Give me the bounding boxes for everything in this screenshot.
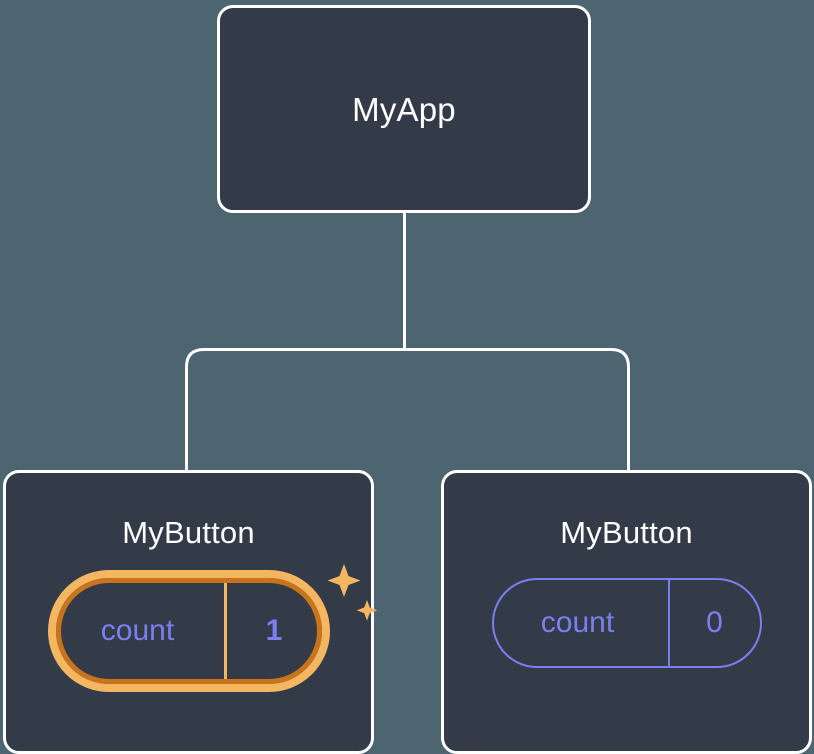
component-tree-diagram: MyApp MyButton count 1 MyButton count 0	[3, 5, 812, 754]
state-pill-right[interactable]: count 0	[491, 578, 762, 668]
state-pill-left-wrapper: count 1	[47, 564, 377, 692]
state-pill-left-divider	[223, 578, 227, 684]
state-pill-left-value: 1	[265, 614, 283, 647]
node-myapp-title: MyApp	[352, 90, 456, 128]
sparkle-large-icon	[327, 564, 360, 597]
node-mybutton-left[interactable]: MyButton count 1	[3, 470, 377, 754]
sparkle-small-icon	[356, 600, 377, 621]
state-pill-right-divider	[667, 580, 670, 666]
state-pill-right-value: 0	[706, 606, 723, 639]
node-mybutton-right[interactable]: MyButton count 0	[441, 470, 812, 754]
state-pill-left[interactable]: count 1	[47, 570, 330, 692]
node-myapp[interactable]: MyApp	[217, 5, 591, 213]
connector-child-bus	[185, 348, 630, 470]
node-mybutton-left-title: MyButton	[122, 515, 255, 550]
state-pill-right-key: count	[540, 606, 615, 639]
node-mybutton-right-title: MyButton	[560, 515, 693, 550]
state-pill-left-key: count	[100, 614, 175, 647]
